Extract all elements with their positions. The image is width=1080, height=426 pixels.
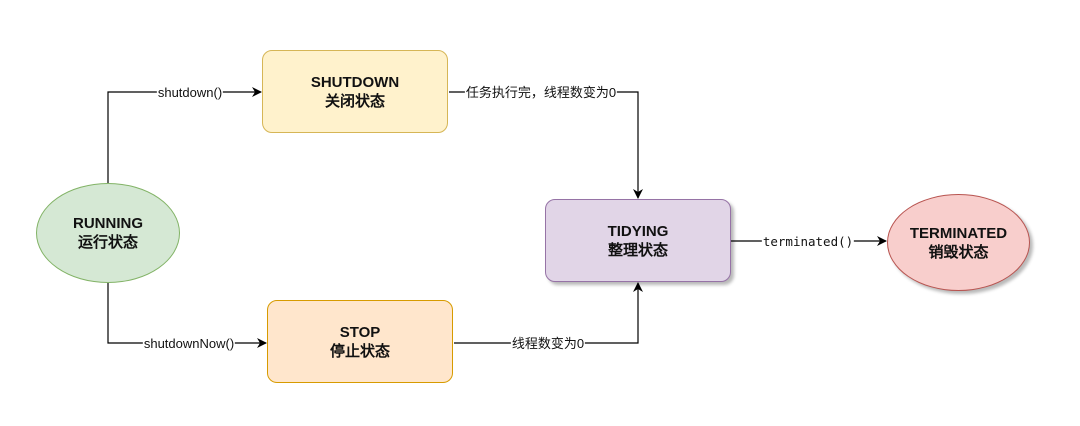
node-terminated-subtitle: 销毁状态 (928, 243, 989, 261)
node-shutdown-subtitle: 关闭状态 (324, 92, 385, 110)
edge-label-tasks-done: 任务执行完，线程数变为0 (464, 85, 618, 101)
node-terminated: TERMINATED 销毁状态 (887, 194, 1030, 291)
node-shutdown-title: SHUTDOWN (310, 73, 400, 91)
edge-label-shutdown-now: shutdownNow() (142, 336, 236, 352)
node-terminated-title: TERMINATED (909, 224, 1008, 242)
node-running-title: RUNNING (73, 215, 143, 232)
edge-label-threads-zero: 线程数变为0 (510, 336, 586, 352)
edge-stop-to-tidying (454, 282, 643, 344)
edge-label-terminated: terminated() (761, 234, 855, 250)
node-tidying-title: TIDYING (607, 222, 669, 240)
node-stop-title: STOP (339, 323, 381, 341)
edge-shutdown-to-tidying (449, 91, 643, 199)
edge-running-to-stop (107, 283, 267, 348)
node-running: RUNNING 运行状态 (36, 183, 180, 283)
node-tidying: TIDYING 整理状态 (545, 199, 731, 282)
edge-running-to-shutdown (107, 87, 262, 183)
node-shutdown: SHUTDOWN 关闭状态 (262, 50, 448, 133)
node-running-subtitle: 运行状态 (77, 234, 138, 251)
edge-label-shutdown: shutdown() (156, 85, 224, 101)
node-stop: STOP 停止状态 (267, 300, 453, 383)
node-stop-subtitle: 停止状态 (329, 342, 390, 360)
node-tidying-subtitle: 整理状态 (607, 241, 668, 259)
